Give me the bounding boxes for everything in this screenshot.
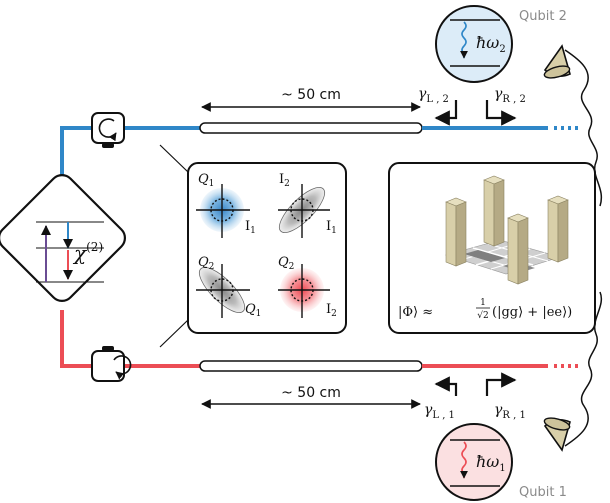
gamma-L2-arrow (434, 100, 458, 126)
qubit2-label: Qubit 2 (519, 9, 567, 24)
cable-bottom (199, 360, 423, 372)
cable-top (199, 122, 423, 134)
gamma-R1-arrow (485, 372, 517, 396)
gamma-L2-label: γL , 2 (418, 86, 449, 105)
bell-frac-num: 1 (480, 298, 486, 308)
distance-top-label: ~ 50 cm (281, 87, 341, 103)
chi-label: χ(2) (72, 240, 103, 265)
br-x-label: I2 (326, 302, 337, 319)
quadrature-bl (196, 264, 250, 318)
bar-right (547, 195, 569, 263)
bl-x-label: Q1 (245, 302, 261, 319)
distance-bottom-label: ~ 50 cm (281, 385, 341, 401)
zoom-line-upper (159, 144, 189, 173)
bell-lhs: |Φ⟩ ≈ (398, 305, 433, 320)
bl-y-label: Q2 (198, 255, 214, 272)
detector-top-icon (543, 44, 571, 79)
gamma-R1-label: γR , 1 (494, 402, 526, 421)
qubit2-energy: ħω2 (476, 33, 506, 55)
gamma-R2-arrow (485, 100, 517, 126)
qubit2-circle (435, 5, 513, 83)
br-y-label: Q2 (278, 255, 294, 272)
qubit1-photon-icon (460, 441, 468, 479)
wire-bottom (564, 291, 603, 447)
bar-back (483, 175, 505, 247)
tr-x-label: I1 (326, 219, 337, 236)
qubit1-circle (435, 423, 513, 501)
gamma-L1-label: γL , 1 (424, 402, 455, 421)
detector-bottom-icon (543, 417, 571, 452)
quadrature-br (278, 264, 330, 318)
tl-x-label: I1 (245, 219, 256, 236)
quadrature-tl (196, 184, 250, 238)
qubit2-photon-icon (460, 21, 468, 59)
zoom-line-lower (159, 319, 189, 348)
circulator-bottom-icon (91, 346, 132, 382)
circulator-top-icon (91, 112, 125, 148)
chi2-element (0, 173, 127, 303)
bell-rhs: (|gg⟩ + |ee⟩) (492, 305, 572, 320)
gamma-L1-arrow (434, 376, 458, 396)
qubit1-label: Qubit 1 (519, 485, 567, 500)
bar-front (507, 213, 529, 285)
quadrature-tr (278, 184, 330, 238)
tr-y-label: I2 (279, 172, 290, 189)
bell-frac-den: √2 (477, 310, 488, 321)
qubit1-energy: ħω1 (476, 452, 506, 474)
wire-top (564, 49, 603, 207)
tl-y-label: Q1 (198, 172, 214, 189)
bar-left (445, 197, 467, 267)
red-line-left (60, 310, 92, 368)
gamma-R2-label: γR , 2 (494, 86, 526, 105)
